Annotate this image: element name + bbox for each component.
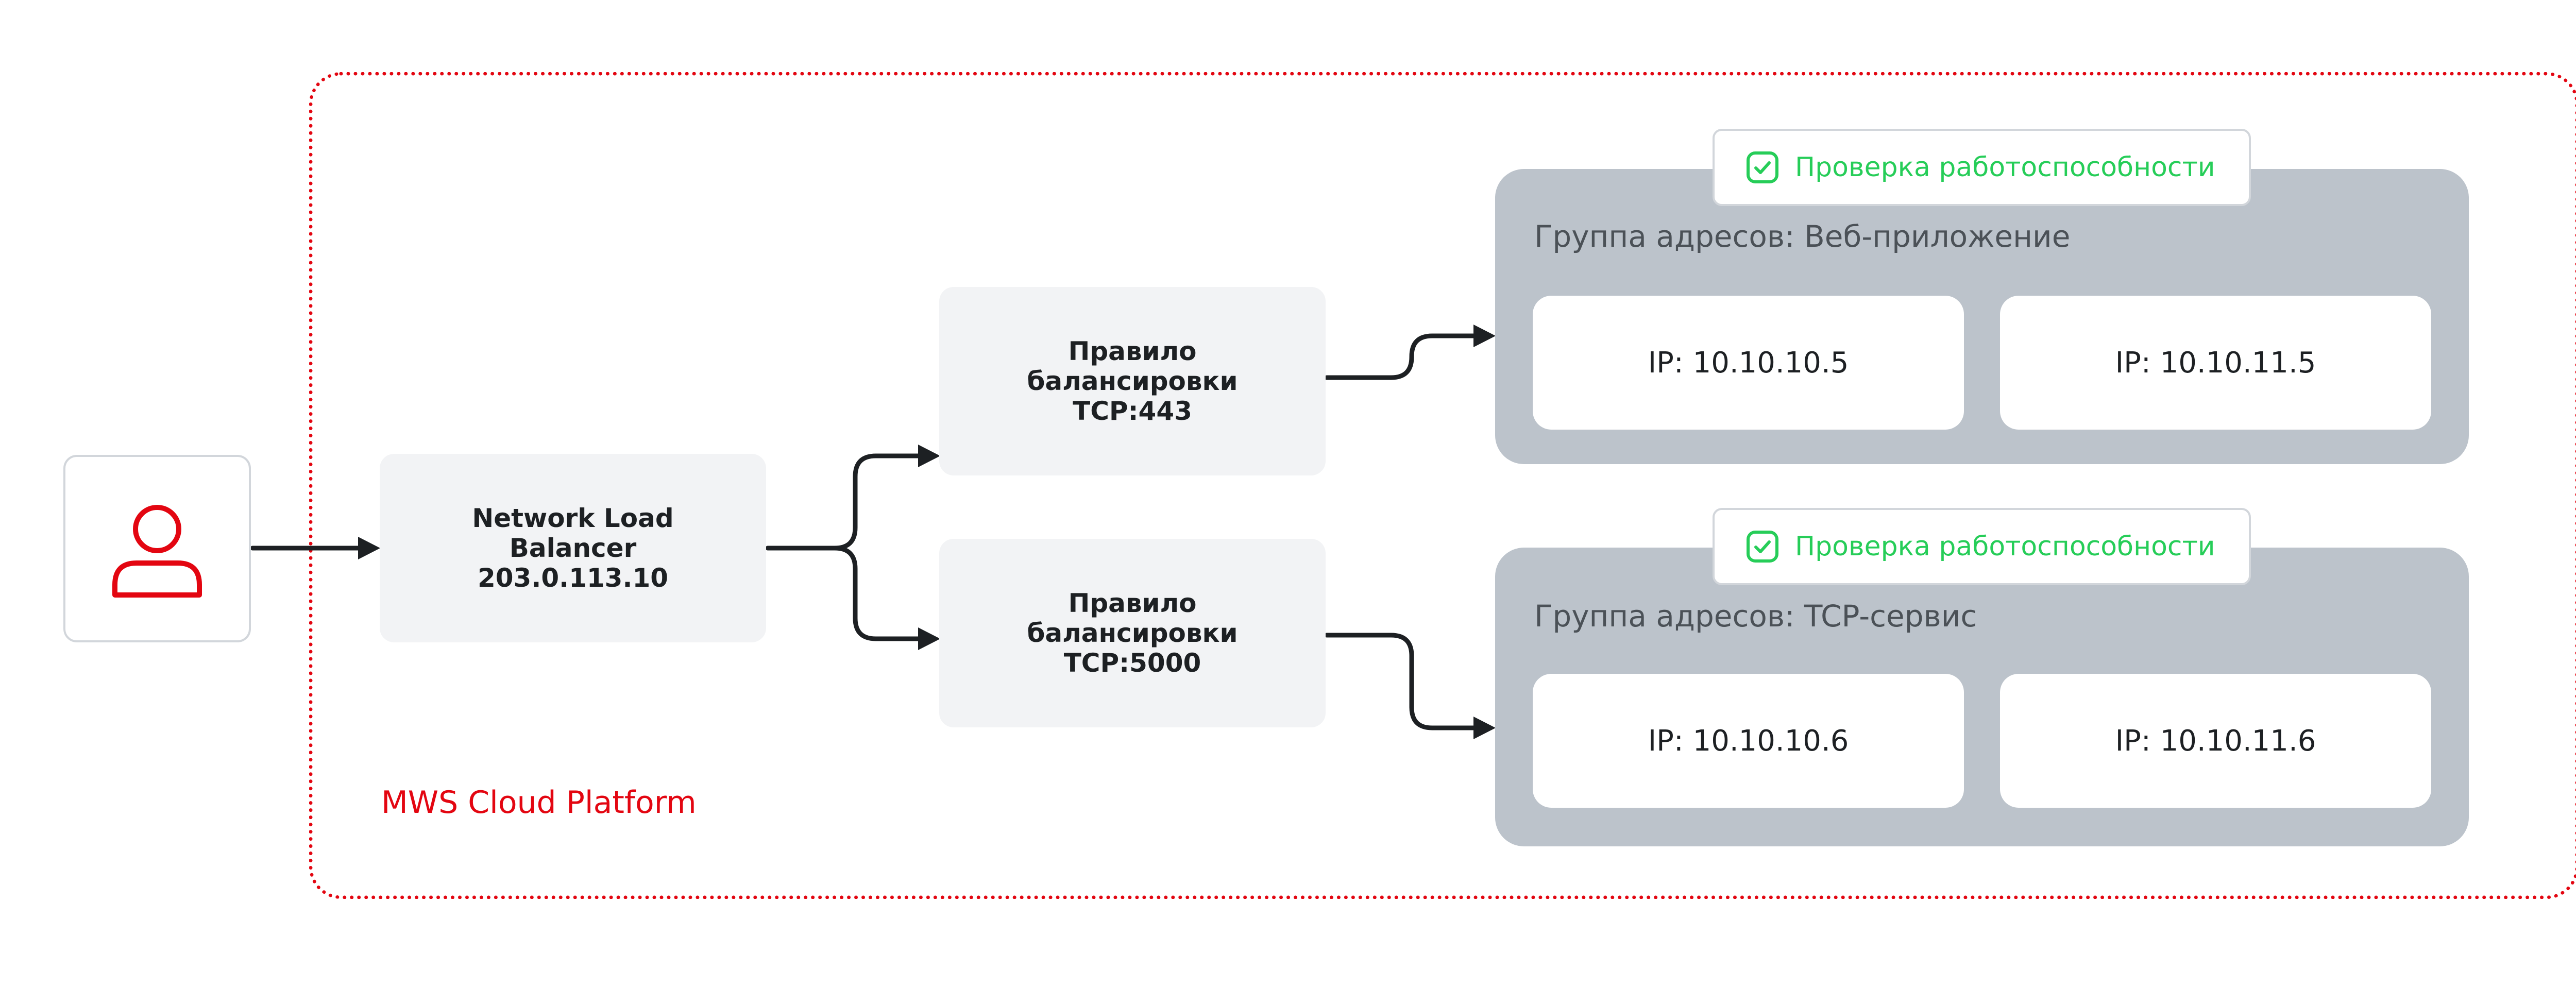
nlb-line-1: Network Load	[472, 503, 674, 533]
health-check-badge: Проверка работоспособности	[1713, 129, 2251, 206]
ip-address: IP: 10.10.11.6	[2115, 724, 2316, 758]
balancing-rule-tcp-443: Правило балансировки TCP:443	[939, 287, 1326, 475]
check-icon	[1747, 531, 1778, 563]
rule-port: TCP:5000	[1063, 648, 1201, 678]
nlb-ip-address: 203.0.113.10	[477, 563, 669, 593]
ip-card: IP: 10.10.10.6	[1533, 674, 1964, 808]
ip-address: IP: 10.10.11.5	[2115, 346, 2316, 380]
rule-line-2: балансировки	[1027, 366, 1238, 396]
network-load-balancer-node: Network Load Balancer 203.0.113.10	[380, 454, 766, 642]
balancing-rule-tcp-5000: Правило балансировки TCP:5000	[939, 539, 1326, 727]
platform-label: MWS Cloud Platform	[381, 785, 697, 821]
ip-card: IP: 10.10.11.5	[2000, 296, 2431, 430]
user-node	[63, 455, 251, 642]
check-icon	[1747, 151, 1778, 183]
cloud-platform-boundary	[309, 72, 2576, 899]
health-check-badge: Проверка работоспособности	[1713, 508, 2251, 585]
rule-line-1: Правило	[1068, 336, 1197, 366]
health-check-label: Проверка работоспособности	[1795, 531, 2215, 562]
ip-card: IP: 10.10.10.5	[1533, 296, 1964, 430]
user-icon	[112, 505, 202, 598]
ip-address: IP: 10.10.10.5	[1648, 346, 1849, 380]
target-group-title: Группа адресов: Веб-приложение	[1534, 219, 2071, 254]
rule-port: TCP:443	[1073, 396, 1192, 426]
rule-line-1: Правило	[1068, 588, 1197, 618]
rule-line-2: балансировки	[1027, 618, 1238, 648]
ip-address: IP: 10.10.10.6	[1648, 724, 1849, 758]
nlb-line-2: Balancer	[509, 533, 637, 563]
ip-card: IP: 10.10.11.6	[2000, 674, 2431, 808]
health-check-label: Проверка работоспособности	[1795, 152, 2215, 183]
target-group-title: Группа адресов: TCP-сервис	[1534, 599, 1977, 634]
